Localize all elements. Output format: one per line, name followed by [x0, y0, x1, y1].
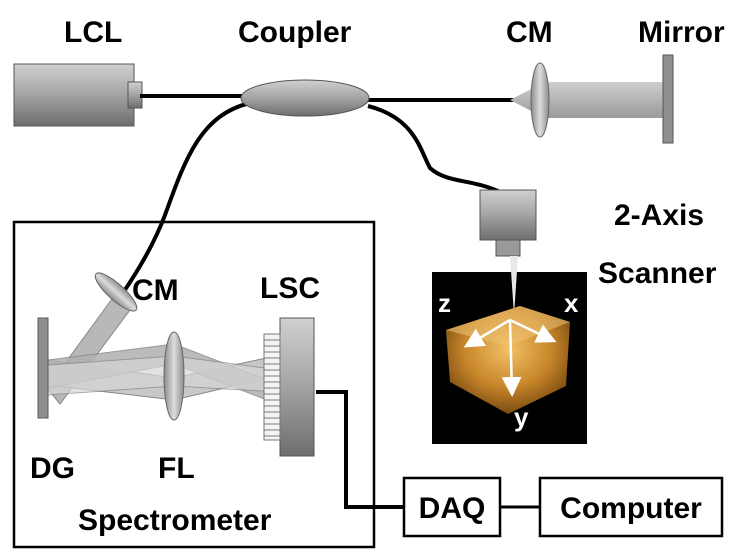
- axis-z-label: z: [438, 288, 451, 318]
- scanner-head: [479, 189, 537, 257]
- computer-box: [538, 476, 724, 538]
- computer-label: Computer: [560, 492, 702, 525]
- scanner-label-line1: 2-Axis: [614, 199, 704, 232]
- lcl-label: LCL: [64, 16, 122, 49]
- daq-box: [402, 476, 502, 538]
- lsc-label: LSC: [260, 272, 320, 305]
- spectrometer-box: [12, 220, 376, 549]
- sample-image: z x y: [432, 256, 587, 444]
- spectrometer-label: Spectrometer: [78, 504, 272, 537]
- focusing-lens: [163, 331, 185, 421]
- mirror-label: Mirror: [638, 16, 725, 49]
- reference-mirror: [662, 54, 674, 144]
- cm-spectrometer-label: CM: [132, 274, 179, 307]
- scanner-label-line2: Scanner: [598, 257, 717, 290]
- axis-x-label: x: [564, 288, 579, 318]
- coupler-body: [240, 79, 370, 117]
- dg-label: DG: [30, 452, 75, 485]
- diffraction-grating: [37, 317, 49, 419]
- coupler-label: Coupler: [238, 16, 352, 49]
- daq-label: DAQ: [419, 492, 486, 525]
- cm-top-label: CM: [506, 16, 553, 49]
- line-scan-camera: [263, 317, 315, 457]
- collimator-lens-spectrometer: [94, 272, 138, 312]
- reference-arm: [510, 54, 674, 144]
- lcl-source: [13, 63, 143, 127]
- fl-label: FL: [158, 452, 195, 485]
- axis-y-label: y: [514, 402, 529, 432]
- collimator-lens-top: [530, 62, 550, 138]
